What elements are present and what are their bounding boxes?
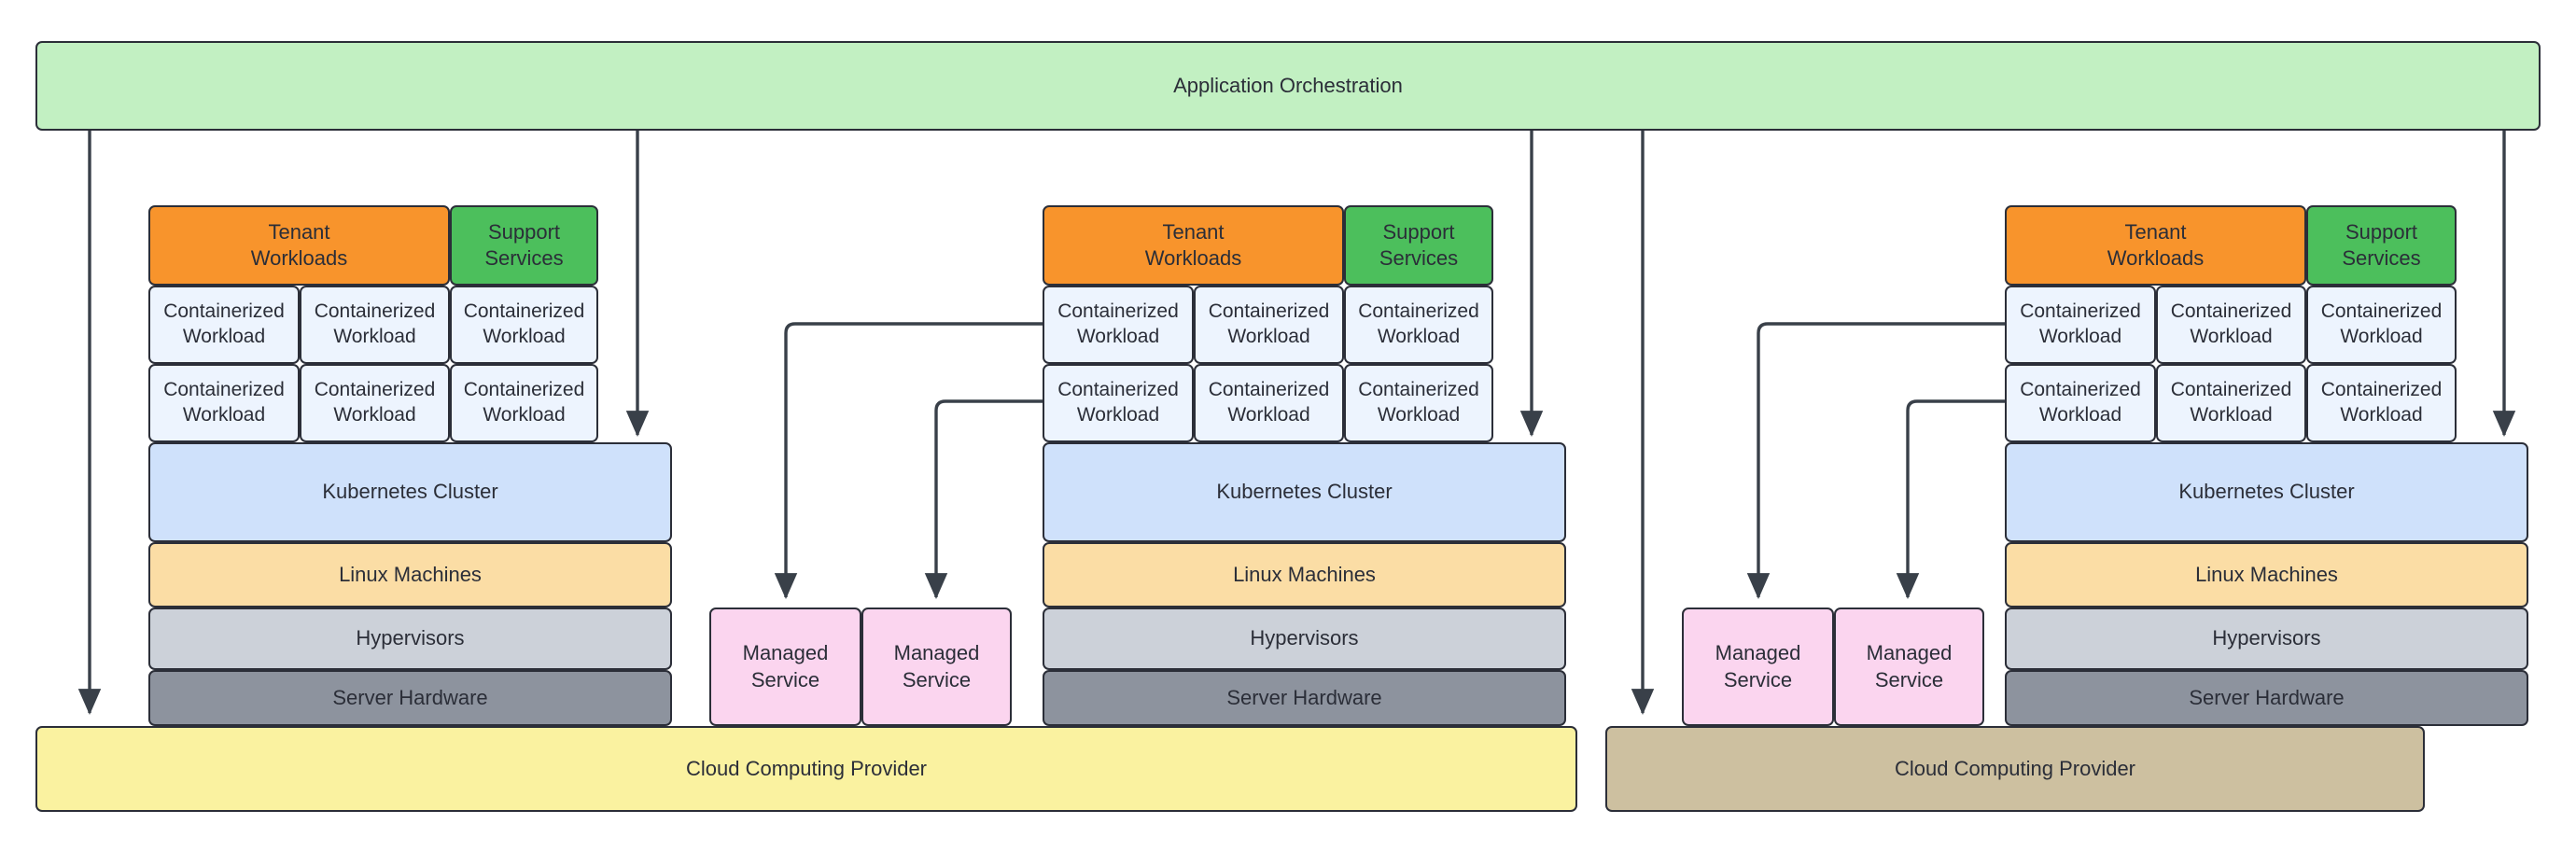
stack-middle-containerized-workload-1[interactable]: Containerized Workload bbox=[1043, 286, 1194, 364]
stack-right-containerized-workload-5[interactable]: Containerized Workload bbox=[2156, 364, 2306, 442]
edge-workload-to-managed-service-3 bbox=[1746, 322, 2005, 600]
stack-right-containerized-workload-4[interactable]: Containerized Workload bbox=[2005, 364, 2156, 442]
managed-service-1[interactable]: Managed Service bbox=[709, 608, 861, 726]
cloud-provider-secondary[interactable]: Cloud Computing Provider bbox=[1605, 726, 2425, 812]
stack-right-hypervisors[interactable]: Hypervisors bbox=[2005, 608, 2528, 670]
stack-middle-containerized-workload-5[interactable]: Containerized Workload bbox=[1194, 364, 1344, 442]
stack-left-containerized-workload-3[interactable]: Containerized Workload bbox=[450, 286, 598, 364]
stack-right-server-hardware[interactable]: Server Hardware bbox=[2005, 670, 2528, 726]
stack-right-containerized-workload-6[interactable]: Containerized Workload bbox=[2306, 364, 2457, 442]
edge-workload-to-managed-service-2 bbox=[924, 399, 1043, 600]
stack-middle-containerized-workload-4[interactable]: Containerized Workload bbox=[1043, 364, 1194, 442]
managed-service-4[interactable]: Managed Service bbox=[1834, 608, 1984, 726]
managed-service-3[interactable]: Managed Service bbox=[1682, 608, 1834, 726]
stack-left-containerized-workload-5[interactable]: Containerized Workload bbox=[300, 364, 450, 442]
managed-service-2[interactable]: Managed Service bbox=[861, 608, 1012, 726]
stack-left-hypervisors[interactable]: Hypervisors bbox=[148, 608, 672, 670]
stack-left-containerized-workload-1[interactable]: Containerized Workload bbox=[148, 286, 300, 364]
stack-middle-containerized-workload-2[interactable]: Containerized Workload bbox=[1194, 286, 1344, 364]
stack-middle-support-services[interactable]: Support Services bbox=[1344, 205, 1493, 286]
stack-left-tenant-workloads[interactable]: Tenant Workloads bbox=[148, 205, 450, 286]
stack-left-containerized-workload-2[interactable]: Containerized Workload bbox=[300, 286, 450, 364]
stack-left-linux-machines[interactable]: Linux Machines bbox=[148, 542, 672, 608]
stack-right-containerized-workload-3[interactable]: Containerized Workload bbox=[2306, 286, 2457, 364]
stack-left-kubernetes-cluster[interactable]: Kubernetes Cluster bbox=[148, 442, 672, 542]
stack-right-support-services[interactable]: Support Services bbox=[2306, 205, 2457, 286]
stack-left-server-hardware[interactable]: Server Hardware bbox=[148, 670, 672, 726]
stack-middle-server-hardware[interactable]: Server Hardware bbox=[1043, 670, 1566, 726]
edge-workload-to-managed-service-4 bbox=[1896, 399, 2005, 600]
stack-right-kubernetes-cluster[interactable]: Kubernetes Cluster bbox=[2005, 442, 2528, 542]
stack-middle-linux-machines[interactable]: Linux Machines bbox=[1043, 542, 1566, 608]
stack-left-support-services[interactable]: Support Services bbox=[450, 205, 598, 286]
stack-middle-hypervisors[interactable]: Hypervisors bbox=[1043, 608, 1566, 670]
edge-workload-to-managed-service-1 bbox=[774, 322, 1043, 600]
stack-left-containerized-workload-6[interactable]: Containerized Workload bbox=[450, 364, 598, 442]
stack-middle-tenant-workloads[interactable]: Tenant Workloads bbox=[1043, 205, 1344, 286]
stack-right-tenant-workloads[interactable]: Tenant Workloads bbox=[2005, 205, 2306, 286]
stack-right-containerized-workload-1[interactable]: Containerized Workload bbox=[2005, 286, 2156, 364]
stack-left-containerized-workload-4[interactable]: Containerized Workload bbox=[148, 364, 300, 442]
stack-middle-containerized-workload-3[interactable]: Containerized Workload bbox=[1344, 286, 1493, 364]
stack-middle-containerized-workload-6[interactable]: Containerized Workload bbox=[1344, 364, 1493, 442]
cloud-provider-primary[interactable]: Cloud Computing Provider bbox=[35, 726, 1577, 812]
stack-middle-kubernetes-cluster[interactable]: Kubernetes Cluster bbox=[1043, 442, 1566, 542]
stack-right-containerized-workload-2[interactable]: Containerized Workload bbox=[2156, 286, 2306, 364]
stack-right-linux-machines[interactable]: Linux Machines bbox=[2005, 542, 2528, 608]
application-orchestration-node[interactable]: Application Orchestration bbox=[35, 41, 2541, 131]
